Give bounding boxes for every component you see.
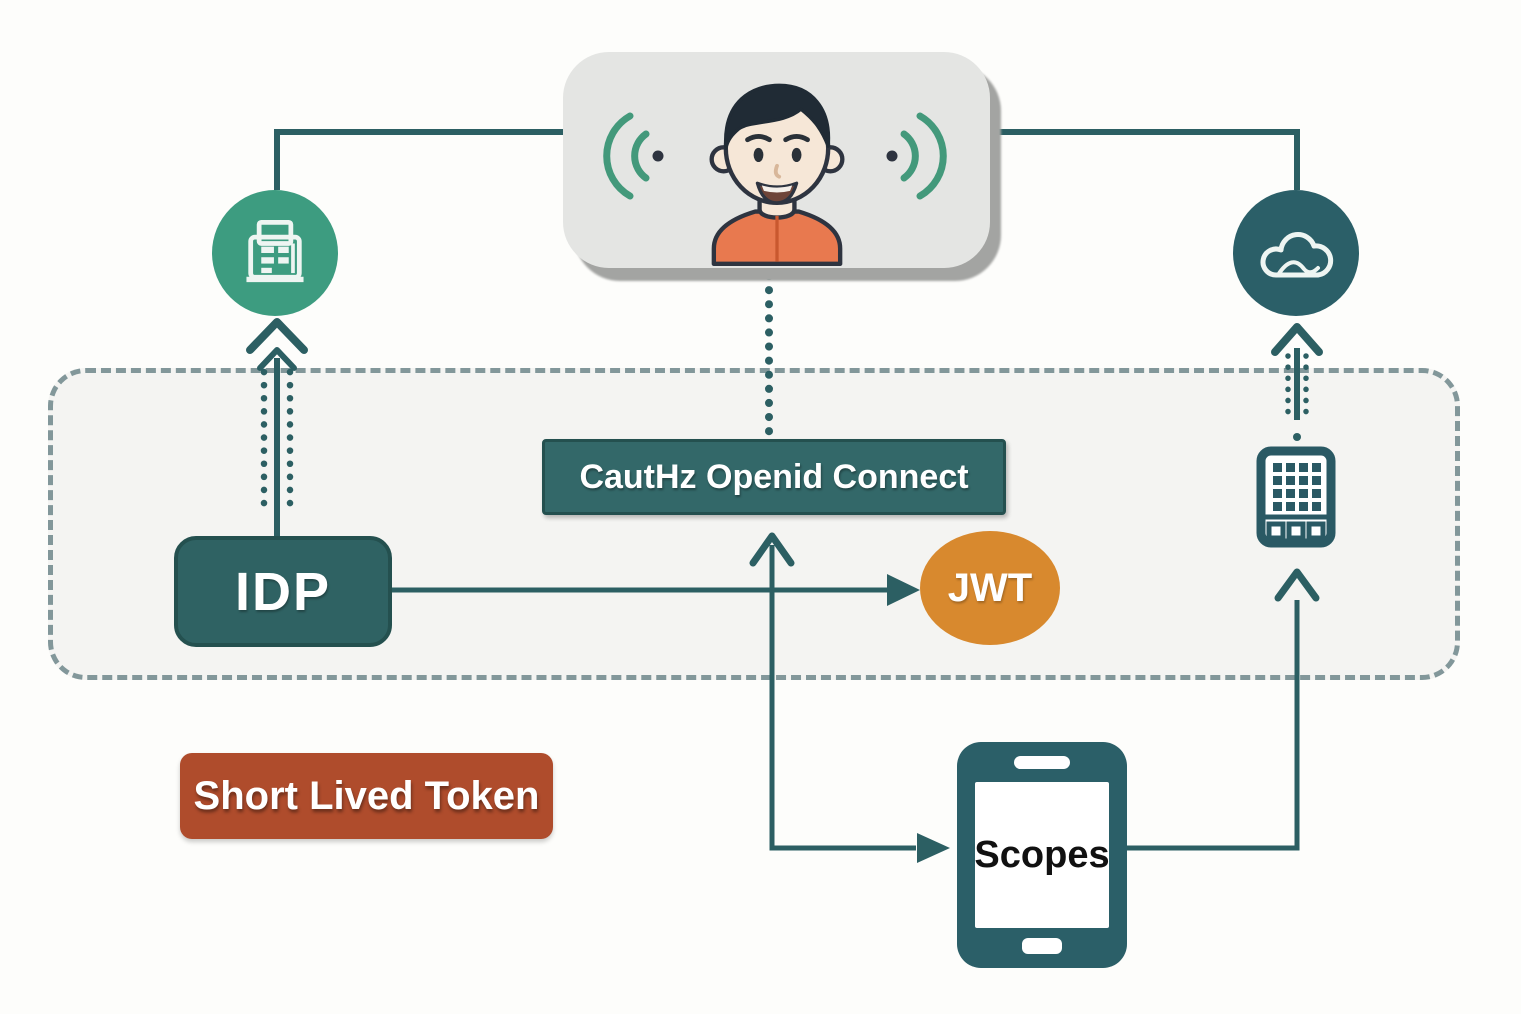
cloud-icon <box>1260 232 1334 278</box>
signal-waves-left-icon <box>603 112 664 200</box>
office-building-icon <box>1256 446 1336 548</box>
user-avatar-icon <box>709 83 845 266</box>
scopes-label: Scopes <box>974 833 1110 876</box>
idp-label: IDP <box>234 561 332 622</box>
service-node-left <box>212 190 338 316</box>
fax-machine-icon <box>246 219 304 283</box>
oauth-banner-label: CautHz Openid Connect <box>579 457 969 496</box>
signal-waves-right-icon <box>886 112 947 200</box>
user-card <box>563 52 990 268</box>
short-lived-token-banner: Short Lived Token <box>180 753 553 839</box>
idp-node: IDP <box>174 536 392 647</box>
smartphone-icon: Scopes <box>957 742 1127 968</box>
phone-speaker-slot <box>1014 756 1070 769</box>
service-node-right <box>1233 190 1359 316</box>
oauth-openid-banner: CautHz Openid Connect <box>542 439 1006 515</box>
phone-home-button <box>1022 938 1062 954</box>
short-lived-token-label: Short Lived Token <box>193 773 540 818</box>
jwt-label: JWT <box>947 565 1033 610</box>
jwt-node: JWT <box>920 531 1060 645</box>
phone-screen: Scopes <box>974 782 1110 928</box>
